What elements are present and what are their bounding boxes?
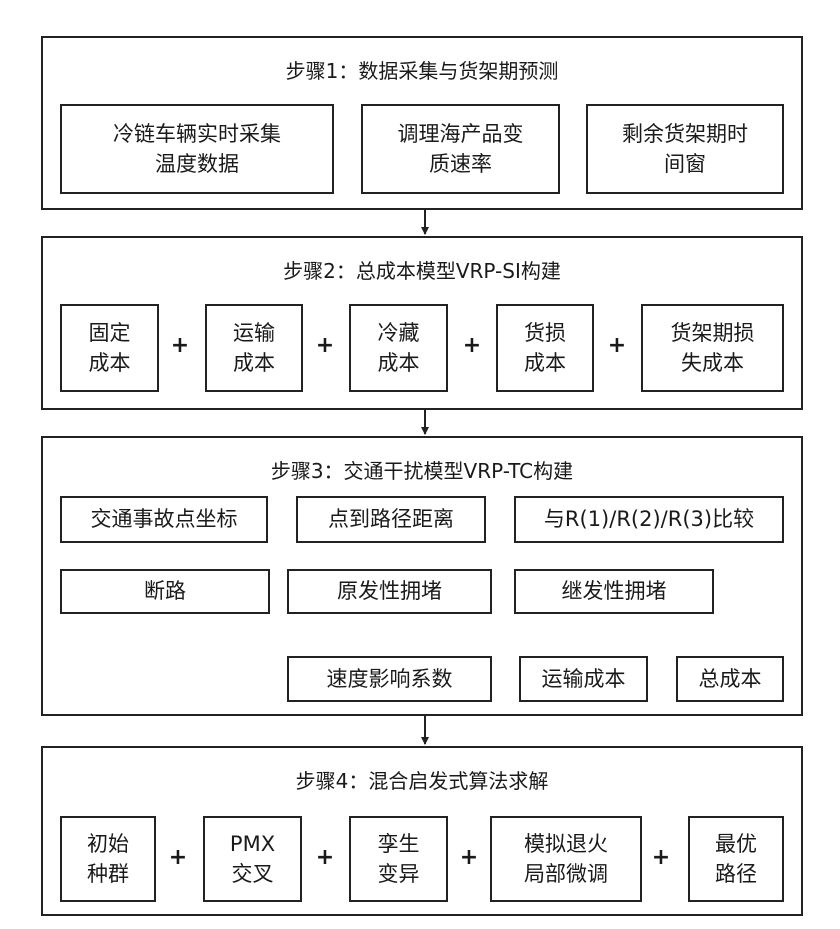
step1-title: 步骤1：数据采集与货架期预测 — [41, 55, 803, 84]
step2-node-transport-cost: 运输 成本 — [205, 304, 303, 392]
step3-node-compare-radius: 与R(1)/R(2)/R(3)比较 — [514, 496, 784, 543]
step2-title: 步骤2：总成本模型VRP-SI构建 — [41, 255, 803, 284]
step4-node-twin-mutation: 孪生 变异 — [349, 816, 448, 902]
step3-node-accident-coordinates: 交通事故点坐标 — [60, 496, 268, 543]
step3-node-point-to-route-distance: 点到路径距离 — [296, 496, 486, 543]
step3-node-primary-congestion: 原发性拥堵 — [287, 569, 492, 614]
step4-node-pmx-crossover: PMX 交叉 — [203, 816, 302, 902]
plus-icon: + — [315, 333, 335, 358]
step1-node-spoilage-rate: 调理海产品变 质速率 — [361, 104, 560, 194]
step3-node-secondary-congestion: 继发性拥堵 — [514, 569, 714, 614]
step3-node-road-break: 断路 — [60, 569, 270, 614]
step4-title: 步骤4：混合启发式算法求解 — [41, 765, 803, 794]
step2-node-damage-cost: 货损 成本 — [496, 304, 594, 392]
plus-icon: + — [315, 845, 335, 870]
plus-icon: + — [607, 333, 627, 358]
step4-node-simulated-annealing: 模拟退火 局部微调 — [490, 816, 642, 902]
plus-icon: + — [651, 845, 671, 870]
step3-node-speed-factor: 速度影响系数 — [287, 656, 492, 702]
plus-icon: + — [459, 845, 479, 870]
plus-icon: + — [170, 333, 190, 358]
step1-node-shelf-life-window: 剩余货架期时 间窗 — [586, 104, 784, 194]
step4-node-optimal-route: 最优 路径 — [688, 816, 784, 902]
step4-node-initial-population: 初始 种群 — [60, 816, 156, 902]
step2-node-fixed-cost: 固定 成本 — [60, 304, 159, 392]
plus-icon: + — [168, 845, 188, 870]
step1-node-temperature: 冷链车辆实时采集 温度数据 — [60, 104, 334, 194]
step2-node-refrigeration-cost: 冷藏 成本 — [349, 304, 448, 392]
step2-node-shelf-life-loss-cost: 货架期损 失成本 — [641, 304, 784, 392]
step3-node-total-cost: 总成本 — [676, 656, 784, 702]
step3-title: 步骤3：交通干扰模型VRP-TC构建 — [41, 455, 803, 484]
plus-icon: + — [462, 333, 482, 358]
step3-node-transport-cost: 运输成本 — [519, 656, 648, 702]
